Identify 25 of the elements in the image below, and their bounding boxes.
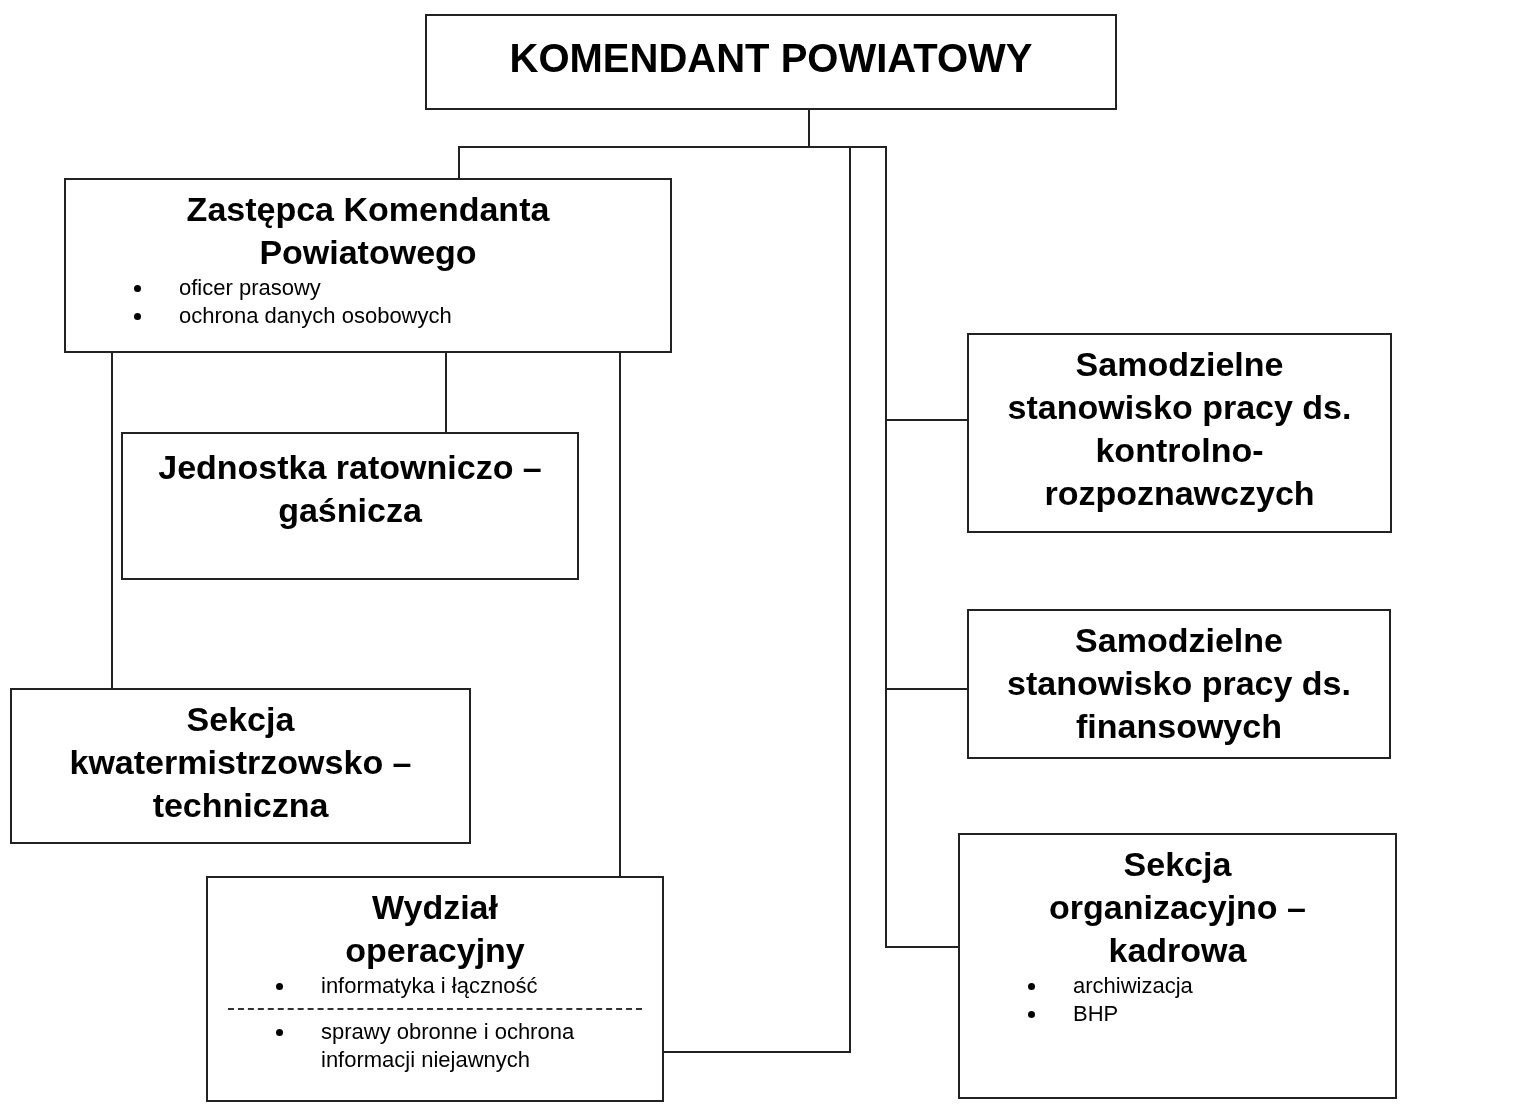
connector-line <box>445 352 447 433</box>
duty-item: oficer prasowy <box>179 274 321 302</box>
connector-line <box>111 352 113 689</box>
org-unit-box <box>206 876 664 1102</box>
connector-line <box>619 352 621 877</box>
unit-title: Samodzielne stanowisko pracy ds. kontrolno-rozpoznawczych <box>1006 344 1353 514</box>
org-unit-box <box>967 333 1392 533</box>
unit-title: Samodzielne stanowisko pracy ds. finansowych <box>1006 620 1352 747</box>
unit-title: Zastępca Komendanta Powiatowego <box>185 189 551 273</box>
org-unit-box <box>64 178 672 353</box>
unit-title: Wydział operacyjny <box>344 887 526 971</box>
unit-title: KOMENDANT POWIATOWY <box>508 35 1034 82</box>
unit-title: Jednostka ratowniczo – gaśnicza <box>157 447 543 531</box>
duty-item: ochrona danych osobowych <box>179 302 452 330</box>
duty-item: sprawy obronne i ochrona informacji niejawnych <box>321 1018 576 1074</box>
duty-item: informatyka i łączność <box>321 972 538 1000</box>
org-unit-box <box>425 14 1117 110</box>
unit-title: Sekcja organizacyjno – kadrowa <box>1048 844 1307 971</box>
duty-item: archiwizacja <box>1073 972 1193 1000</box>
org-unit-box <box>121 432 579 580</box>
unit-title: Sekcja kwatermistrzowsko – techniczna <box>68 699 413 826</box>
org-unit-box <box>958 833 1397 1099</box>
org-unit-box <box>967 609 1391 759</box>
duty-item: BHP <box>1073 1000 1119 1028</box>
org-unit-box <box>10 688 471 844</box>
